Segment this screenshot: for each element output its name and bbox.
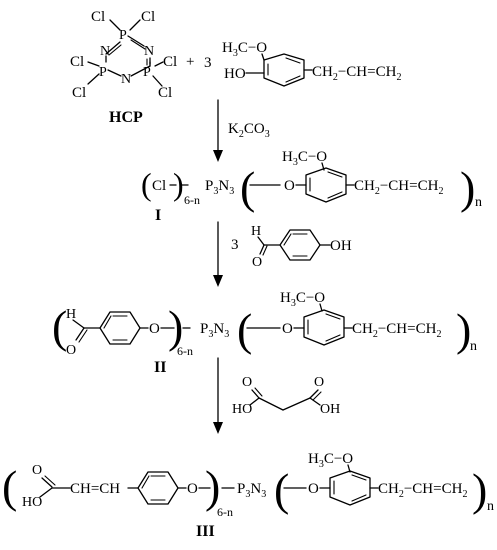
compound-3-ho: HO [22,495,42,510]
arrow-step-3 [213,357,223,434]
eugenol-structure: 3 H3C−O HO CH2−CH=CH2 [204,40,401,87]
compound-3-o-acid: O [32,463,42,478]
compound-2-link-o2: O [282,321,293,337]
hydroxybenzaldehyde-h: H [251,224,261,239]
compound-2-subscript-6n: 6-n [177,344,193,358]
hydroxybenzaldehyde-structure: 3 H O OH [231,224,352,270]
compound-2-paren-open: ( [52,301,67,352]
compound-3-link-o2: O [308,481,319,497]
malonic-acid-o-left: O [242,375,252,390]
compound-2-paren-big-open: ( [237,304,252,355]
compound-3-structure: ( O HO CH=CH O ) 6-n P3N3 ( H3C−O O CH2−… [2,451,494,540]
compound-3-core: P3N3 [237,481,266,500]
eugenol-coefficient: 3 [204,55,212,71]
compound-2-paren-big-close: ) [456,304,471,355]
compound-2-paren-close: ) [168,301,183,352]
hcp-cl-bottom-right: Cl [158,85,172,101]
malonic-acid-structure: O HO O OH [232,375,340,417]
compound-2-label: II [154,359,166,376]
compound-1-paren-big-close: ) [460,162,475,213]
compound-3-paren-big-open: ( [274,464,289,515]
compound-1-link-o: O [284,178,295,194]
compound-3-methoxy: H3C−O [308,451,353,470]
hcp-structure: Cl Cl P N N Cl P N P Cl Cl Cl HCP [70,9,177,126]
compound-1-allyl: CH2−CH=CH2 [354,178,443,197]
compound-1-core: P3N3 [205,178,234,197]
compound-1-label: I [155,207,161,224]
compound-2-structure: ( H O O ) 6-n P3N3 ( H3C−O O CH2−CH=CH2 … [52,290,477,376]
compound-3-paren-big-close: ) [472,464,487,515]
hcp-cl-bottom-left: Cl [72,85,86,101]
plus-sign: + [186,54,194,70]
compound-3-paren-open: ( [2,461,17,512]
hcp-n-right: N [144,44,154,59]
compound-1-paren-close: ) [173,166,184,202]
hydroxybenzaldehyde-coefficient: 3 [231,237,239,253]
malonic-acid-oh: OH [320,402,340,417]
compound-3-link-o1: O [187,481,198,497]
compound-1-methoxy: H3C−O [282,149,327,168]
compound-1-structure: ( Cl ) 6-n P3N3 ( H3C−O O CH2−CH=CH2 ) n… [141,149,482,224]
arrow-step-1 [213,99,223,162]
hcp-p-top: P [119,28,127,43]
compound-1-n-subscript: n [475,195,482,210]
hcp-cl-mid-left: Cl [70,54,84,70]
compound-3-vinyl: CH=CH [70,481,120,497]
compound-1-cl: Cl [152,178,166,194]
reagent-k2co3: K2CO3 [228,121,270,140]
hydroxybenzaldehyde-o: O [252,255,262,270]
hcp-n-left: N [100,44,110,59]
compound-1-paren-open: ( [141,166,152,202]
eugenol-hydroxy: HO [224,66,246,82]
compound-1-cl-subscript: 6-n [184,193,200,207]
malonic-acid-o-right: O [314,375,324,390]
compound-3-label: III [196,523,215,540]
compound-1-paren-big-open: ( [240,162,255,213]
compound-2-link-o1: O [149,321,160,337]
hcp-p-right: P [143,65,151,80]
hcp-cl-top-right: Cl [141,9,155,25]
hcp-cl-mid-right: Cl [163,54,177,70]
hcp-n-bottom: N [121,72,131,87]
compound-3-allyl: CH2−CH=CH2 [378,481,467,500]
hcp-label: HCP [109,109,143,126]
malonic-acid-ho: HO [232,402,252,417]
compound-2-allyl: CH2−CH=CH2 [352,321,441,340]
compound-2-n-subscript: n [470,339,477,354]
eugenol-methoxy: H3C−O [222,40,267,59]
compound-3-n-subscript: n [487,499,494,514]
hcp-cl-top-left: Cl [91,9,105,25]
compound-2-core: P3N3 [200,321,229,340]
compound-3-paren-close: ) [205,461,220,512]
compound-2-o-ald: O [66,343,76,358]
compound-2-methoxy: H3C−O [280,290,325,309]
hcp-p-left: P [99,65,107,80]
eugenol-allyl: CH2−CH=CH2 [312,64,401,83]
arrow-step-2 [213,221,223,287]
compound-2-h: H [66,307,76,322]
compound-3-subscript-6n: 6-n [217,505,233,519]
hydroxybenzaldehyde-oh: OH [330,238,352,254]
